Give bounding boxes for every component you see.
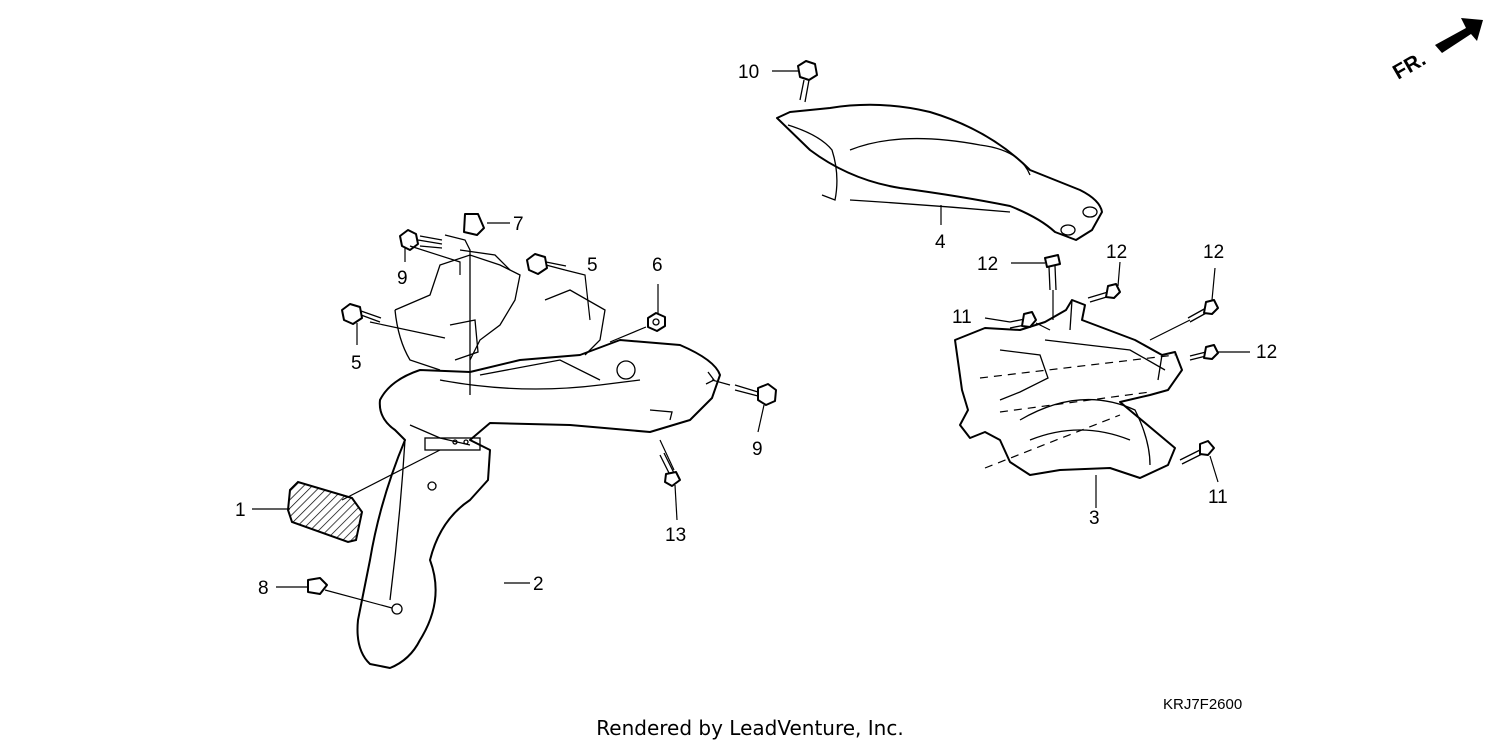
callout-8: 8 xyxy=(258,578,269,599)
bolt-11-left xyxy=(1009,311,1037,329)
bolt-9-upper xyxy=(399,229,443,251)
bolt-9-lower xyxy=(734,383,777,406)
callout-9-lower: 9 xyxy=(752,439,763,460)
callout-1: 1 xyxy=(235,500,246,521)
screw-13 xyxy=(659,452,681,487)
part-8-grommet xyxy=(307,577,328,595)
callout-labels: 1 2 3 4 5 5 6 7 8 9 9 10 11 11 12 12 12 … xyxy=(235,62,1277,599)
bolt-5-left xyxy=(341,303,382,325)
callout-3: 3 xyxy=(1089,508,1100,529)
front-direction-indicator: FR. xyxy=(1389,18,1483,84)
leader-lines xyxy=(252,70,1250,609)
part-3-splash-guard xyxy=(954,299,1183,479)
front-label: FR. xyxy=(1389,47,1430,84)
footer-credit: Rendered by LeadVenture, Inc. xyxy=(596,716,904,740)
callout-11-left: 11 xyxy=(952,307,972,328)
clip-nut-7 xyxy=(463,213,485,236)
bolt-12-upper-right xyxy=(1187,299,1219,323)
diagram-code: KRJ7F2600 xyxy=(1163,696,1243,713)
bolt-10 xyxy=(797,60,818,103)
callout-11-lower: 11 xyxy=(1208,487,1228,508)
bolt-5-upper xyxy=(526,253,567,275)
callout-5-left: 5 xyxy=(351,353,362,374)
callout-10: 10 xyxy=(738,62,759,83)
callout-12-top: 12 xyxy=(977,254,998,275)
callout-7: 7 xyxy=(513,214,524,235)
callout-13: 13 xyxy=(665,525,686,546)
bolt-11-lower xyxy=(1179,440,1215,465)
front-arrow-icon xyxy=(1435,18,1483,53)
nut-6 xyxy=(647,312,666,332)
callout-2: 2 xyxy=(533,574,544,595)
callout-4: 4 xyxy=(935,232,946,253)
callout-12-right: 12 xyxy=(1256,342,1277,363)
callout-9-upper: 9 xyxy=(397,268,408,289)
part-2-rear-fender xyxy=(356,234,721,669)
part-4-rear-inner-cover xyxy=(776,103,1103,241)
callout-5-upper: 5 xyxy=(587,255,598,276)
fastener-bolts xyxy=(341,60,1219,487)
bolt-12-right xyxy=(1189,344,1219,361)
callout-12-middle: 12 xyxy=(1106,242,1127,263)
part-1-reflector xyxy=(286,480,364,544)
callout-12-upper-right: 12 xyxy=(1203,242,1224,263)
callout-6: 6 xyxy=(652,255,663,276)
screw-12-top xyxy=(1044,254,1061,291)
bolt-12-upper-middle xyxy=(1087,283,1121,303)
